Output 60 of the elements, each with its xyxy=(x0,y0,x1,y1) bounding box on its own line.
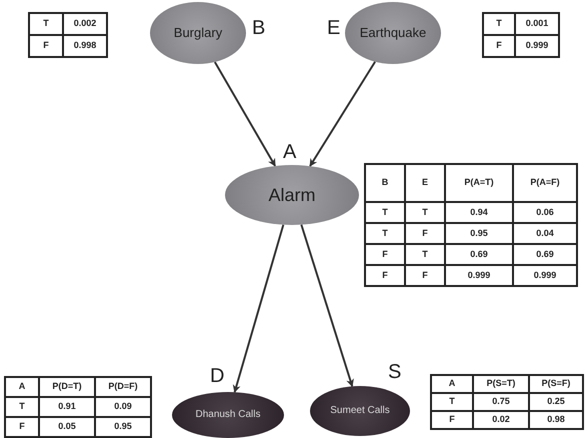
table-cell: P(A=F) xyxy=(513,164,577,202)
table-cell: 0.06 xyxy=(513,202,577,223)
table-cell: P(S=T) xyxy=(473,375,529,393)
table-cell: F xyxy=(483,35,515,57)
variable-letter: B xyxy=(252,18,266,38)
table-cell: 0.09 xyxy=(95,397,151,417)
table-cell: F xyxy=(365,244,405,265)
table-cell: T xyxy=(405,244,445,265)
node-label: Burglary xyxy=(172,24,224,42)
table-cell: 0.001 xyxy=(515,13,559,35)
table-cell: 0.75 xyxy=(473,393,529,411)
table-cell: 0.05 xyxy=(39,417,95,437)
node-label: Alarm xyxy=(267,184,316,206)
table-cell: T xyxy=(483,13,515,35)
table-cell: F xyxy=(5,417,39,437)
arrow xyxy=(300,224,354,388)
table-cell: 0.25 xyxy=(529,393,583,411)
table-cell: 0.04 xyxy=(513,223,577,244)
table-cell: F xyxy=(431,411,473,429)
table-cell: 0.94 xyxy=(445,202,513,223)
table-cell: B xyxy=(365,164,405,202)
table-cell: 0.999 xyxy=(515,35,559,57)
table-cell: F xyxy=(365,265,405,286)
table-cell: 0.999 xyxy=(445,265,513,286)
table-cell: T xyxy=(405,202,445,223)
variable-letter: D xyxy=(210,366,224,386)
table-cell: P(D=F) xyxy=(95,377,151,397)
table-cell: F xyxy=(29,35,63,57)
table-cell: T xyxy=(29,13,63,35)
table-cell: A xyxy=(5,377,39,397)
table-cell: 0.02 xyxy=(473,411,529,429)
node-label: Earthquake xyxy=(358,24,428,42)
arrow xyxy=(214,62,276,167)
arrow xyxy=(309,61,376,167)
table-cell: 0.69 xyxy=(513,244,577,265)
table-cell: 0.95 xyxy=(445,223,513,244)
table-cell: 0.95 xyxy=(95,417,151,437)
variable-letter: E xyxy=(327,18,340,38)
table-cell: E xyxy=(405,164,445,202)
table-cell: 0.002 xyxy=(63,13,107,35)
table-cell: A xyxy=(431,375,473,393)
table-cell: T xyxy=(431,393,473,411)
table-cell: F xyxy=(405,265,445,286)
variable-letter: S xyxy=(388,362,402,382)
table-cell: 0.999 xyxy=(513,265,577,286)
variable-letter: A xyxy=(283,142,296,162)
table-cell: P(D=T) xyxy=(39,377,95,397)
node-label: Dhanush Calls xyxy=(194,408,262,422)
table-cell: 0.98 xyxy=(529,411,583,429)
table-cell: 0.998 xyxy=(63,35,107,57)
node-label: Sumeet Calls xyxy=(329,404,391,418)
arrow xyxy=(232,224,284,393)
table-cell: 0.91 xyxy=(39,397,95,417)
table-cell: P(S=F) xyxy=(529,375,583,393)
table-cell: T xyxy=(365,223,405,244)
table-cell: P(A=T) xyxy=(445,164,513,202)
table-cell: T xyxy=(365,202,405,223)
table-cell: 0.69 xyxy=(445,244,513,265)
table-cell: T xyxy=(5,397,39,417)
table-cell: F xyxy=(405,223,445,244)
